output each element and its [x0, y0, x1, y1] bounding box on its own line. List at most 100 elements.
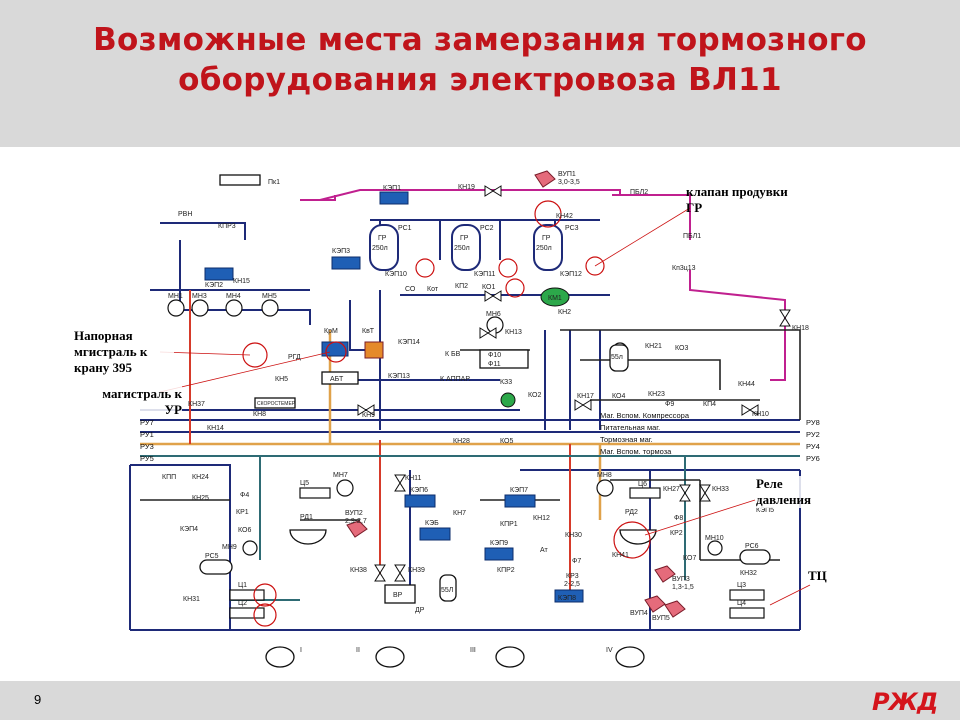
- label-ru6: РУ6: [806, 454, 820, 463]
- label-kep11: КЭП11: [474, 271, 496, 278]
- title-bar: [0, 0, 960, 147]
- valve-kn11: [394, 474, 406, 492]
- marker-kp2: [505, 278, 525, 298]
- label-kn10: КН10: [752, 411, 769, 418]
- label-ko7: КО7: [683, 555, 696, 562]
- label-kn14: КН14: [207, 425, 224, 432]
- label-kp3ts13: Кп3ц13: [672, 265, 696, 272]
- tank-55l: [609, 344, 629, 372]
- annotation-klapan: клапан продувки ГР: [686, 184, 788, 215]
- label-vsp-tor: Маг. Вспом. тормоза: [600, 447, 672, 456]
- label-kn37: КН37: [188, 401, 205, 408]
- label-ko2: КО2: [528, 392, 541, 399]
- label-so: СО: [405, 286, 416, 293]
- label-kn33: КН33: [712, 486, 729, 493]
- label-kn18: КН18: [792, 325, 809, 332]
- valve-kn33: [699, 484, 711, 502]
- label-vol55: 55л: [611, 354, 623, 361]
- label-kpr2: КПР2: [497, 567, 515, 574]
- bogie-3: [495, 646, 525, 668]
- label-rs6: РС6: [745, 543, 759, 550]
- leader-lines: [159, 207, 811, 606]
- label-kep10: КЭП10: [385, 271, 407, 278]
- label-rd2: РД2: [625, 509, 638, 516]
- valve-kn19: [484, 185, 502, 197]
- label-kep13: КЭП13: [388, 373, 410, 380]
- gauge-mn9: [242, 540, 258, 556]
- control-line: [140, 455, 800, 601]
- marker-rd2: [613, 521, 651, 559]
- annotation-rele: Реле давления: [756, 476, 836, 508]
- label-ko6: КО6: [238, 527, 251, 534]
- marker-ts2: [253, 603, 277, 627]
- annotation-magistral: магистраль к УР: [92, 386, 182, 418]
- label-ko5: КО5: [500, 438, 513, 445]
- cylinder-ts2: [229, 607, 265, 619]
- label-kn38: КН38: [350, 567, 367, 574]
- tanks: [199, 174, 771, 604]
- main-reservoir-1: [369, 224, 399, 271]
- label-kep5: КЭП5: [756, 507, 774, 514]
- label-kn7: КН7: [453, 510, 466, 517]
- label-ru7: РУ7: [140, 418, 154, 427]
- leader-rele: [644, 499, 756, 536]
- label-ru3: РУ3: [140, 442, 154, 451]
- label-kn42: КН42: [556, 213, 573, 220]
- label-kn27: КН27: [663, 486, 680, 493]
- label-f9: Ф9: [665, 401, 674, 408]
- abt-block: [321, 371, 359, 385]
- label-kep9: КЭП9: [490, 540, 508, 547]
- label-at: Ат: [540, 547, 549, 554]
- label-kpp: КПП: [162, 474, 176, 481]
- label-ko3: КО3: [675, 345, 688, 352]
- valve-kn1: [484, 290, 502, 302]
- label-mn7: МН7: [333, 472, 348, 479]
- annotation-tc: ТЦ: [808, 568, 827, 583]
- cylinder-ts1: [229, 589, 265, 601]
- label-kp1: КР1: [236, 509, 249, 516]
- label-dr: ДР: [415, 607, 425, 614]
- skorostemer-block: [254, 397, 296, 409]
- label-vup4: ВУП4: [630, 610, 648, 617]
- label-kn19: КН19: [458, 184, 475, 191]
- rs5-tank: [199, 559, 233, 575]
- label-vup5: ВУП5: [652, 615, 670, 622]
- label-vup2-range: 2,9-2,7: [345, 518, 367, 525]
- label-kn23: КН23: [648, 391, 665, 398]
- label-kapp: К АППАР.: [440, 376, 471, 383]
- marker-kep11: [498, 258, 518, 278]
- label-vup1-range: 3,0-3,5: [558, 179, 580, 186]
- label-pit-mag: Питательная маг.: [600, 423, 660, 432]
- label-kep3: КЭП3: [332, 248, 350, 255]
- label-krm: КрМ: [324, 328, 338, 335]
- label-ts1: Ц1: [238, 582, 247, 589]
- label-gr-2: ГР: [460, 235, 469, 242]
- label-kep12: КЭП12: [560, 271, 582, 278]
- label-ru2: РУ2: [806, 430, 820, 439]
- label-kep4: КЭП4: [180, 526, 198, 533]
- rd1-relay: [289, 529, 327, 545]
- label-rs5: РС5: [205, 553, 219, 560]
- gauge-mn5: [261, 299, 279, 317]
- label-f10: Ф10: [488, 352, 501, 359]
- relay-valves: [289, 529, 657, 545]
- pressure-switches: [346, 170, 686, 618]
- label-ts4: Ц4: [737, 600, 746, 607]
- rzd-logo: РЖД: [872, 688, 938, 716]
- label-kn15: КН15: [233, 278, 250, 285]
- label-rgd: РГД: [288, 354, 301, 361]
- label-kn12: КН12: [533, 515, 550, 522]
- f10-filter: [479, 349, 529, 369]
- label-kep2: КЭП2: [205, 282, 223, 289]
- label-bogie-3: III: [470, 647, 476, 654]
- label-mn4: МН4: [226, 293, 241, 300]
- marker-krm: [325, 341, 347, 363]
- bogie-4: [615, 646, 645, 668]
- label-vsp-komp: Маг. Вспом. Компрессора: [600, 411, 690, 420]
- label-ts2: Ц2: [238, 600, 247, 607]
- label-kpr3: КПР3: [218, 223, 236, 230]
- gauge-mn10: [707, 540, 723, 556]
- label-kn31: КН31: [183, 596, 200, 603]
- label-vr: ВР: [393, 592, 403, 599]
- label-kn41: КН41: [612, 552, 629, 559]
